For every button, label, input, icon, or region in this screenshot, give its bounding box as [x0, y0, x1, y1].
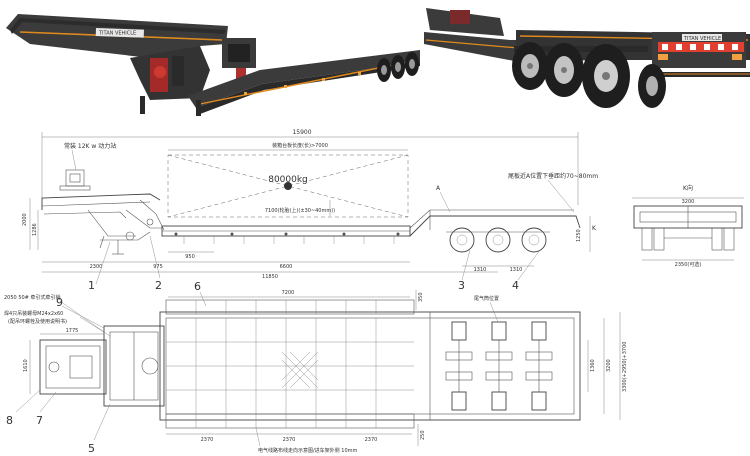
dim-350: 350: [418, 292, 424, 302]
photo-right-brand: TITAN VEHICLE: [683, 36, 721, 42]
label-k: K: [592, 225, 597, 232]
axle-spacing-2: 1310: [510, 267, 523, 273]
ramp-note: 尾板近A位置下垂距约70~80mm: [508, 172, 598, 180]
callout-5: 5: [88, 442, 95, 455]
end-view-title: K向: [683, 184, 693, 192]
callout-3: 3: [458, 279, 465, 292]
load-envelope: [167, 154, 409, 218]
dim-2300: 2300: [90, 264, 103, 270]
plan-axles: [445, 321, 553, 411]
callout-7: 7: [36, 414, 43, 427]
dim-3200: 3200: [606, 359, 612, 372]
side-view: 15900 装箱台板长度(长)>7000 80000kg 7100(轮胎(上)(…: [22, 129, 598, 292]
dim-1775: 1775: [66, 328, 79, 334]
deck-crossmembers: [183, 236, 395, 244]
end-width-bottom: 2350(可选): [675, 261, 702, 268]
dim-1360: 1360: [590, 359, 596, 372]
callout-4: 4: [512, 279, 519, 292]
dim-1610: 1610: [23, 359, 29, 372]
photo-tires: [512, 42, 630, 108]
dim-6600: 6600: [280, 264, 293, 270]
plan-deck-grid: [166, 318, 414, 414]
trailer-photo-left-art: TITAN VEHICLE: [6, 14, 420, 116]
load-capacity: 80000kg: [268, 175, 308, 185]
trailer-photo-right: TITAN VEHICLE: [420, 0, 750, 118]
wiring-note: 电气线路布线走向示意图/进车架外侧 10mm: [258, 447, 358, 454]
dim-11850: 11850: [262, 274, 278, 280]
side-wheels: [446, 227, 550, 253]
callout-8: 8: [6, 414, 13, 427]
dim-250: 250: [420, 430, 426, 440]
load-height-note: 7100(轮胎(上)(±30~40mm)): [265, 207, 335, 214]
gooseneck-note: 常装 12K w 动力站: [64, 142, 116, 150]
dim-2370-a: 2370: [201, 437, 214, 443]
trailer-photo-right-art: TITAN VEHICLE: [424, 8, 750, 108]
coupling-note: 2050 50# 牵引式牵引销: [4, 294, 60, 301]
load-center-mark: [284, 182, 292, 190]
callout-6: 6: [194, 280, 201, 293]
side-platform-length-note: 装箱台板长度(长)>7000: [272, 142, 328, 149]
deck-height: 1250: [576, 229, 582, 242]
trailer-photo-left: TITAN VEHICLE: [0, 0, 420, 118]
height-left: 2000: [22, 213, 28, 226]
label-a: A: [436, 185, 441, 192]
bolt-note-2: (配吊环螺栓及使用说明书): [8, 318, 67, 325]
axle-spacing-1: 1310: [474, 267, 487, 273]
callout-2: 2: [155, 279, 162, 292]
end-width-top: 3200: [682, 199, 695, 205]
callout-1: 1: [88, 279, 95, 292]
bolt-note: 焊4只吊装螺母M24x2x60: [4, 310, 63, 317]
plan-view: 7200 350: [4, 280, 628, 455]
exhaust-note: 尾气筒位置: [474, 295, 499, 302]
side-overall-length: 15900: [292, 129, 311, 136]
callout-9: 9: [56, 296, 63, 309]
dim-total-width: 3300(+2950)+3700: [622, 342, 628, 392]
dim-2370-c: 2370: [365, 437, 378, 443]
dim-950: 950: [185, 254, 195, 260]
dim-2370-b: 2370: [283, 437, 296, 443]
height-left2: 1286: [32, 223, 38, 236]
photo-left-brand: TITAN VEHICLE: [98, 31, 136, 37]
end-view: K向 3200 2350(可选): [632, 184, 744, 268]
dim-975: 975: [153, 264, 163, 270]
dim-7200: 7200: [282, 290, 295, 296]
